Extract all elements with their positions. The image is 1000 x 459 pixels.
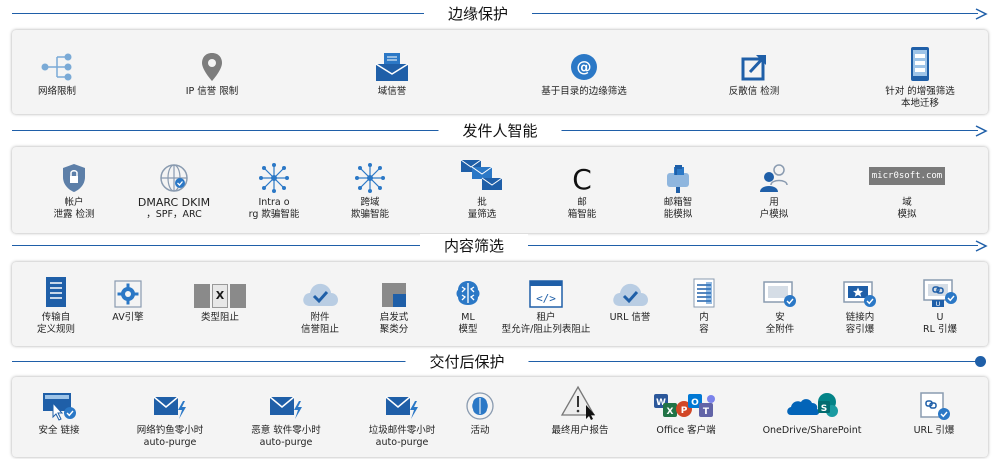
mail-bolt-icon (385, 396, 418, 419)
phone-sync-icon (911, 47, 929, 81)
svg-text:O: O (691, 398, 699, 408)
item-domain-impersonation: micr0soft.com 域模拟 (847, 159, 967, 221)
item-heuristic-clustering: 启发式聚类分 (334, 274, 454, 336)
panel-content-filtering: 传输自定义规则 AV引擎 X 类型阻止 附件信誉阻止 启发式聚类分 (12, 262, 988, 346)
warning-cursor-icon (560, 385, 596, 420)
item-end-user-reporting: 最终用户报告 (520, 383, 640, 437)
mail-bolt-icon (153, 396, 186, 419)
link-monitor-icon: U (923, 279, 957, 308)
section-title: 发件人智能 (438, 119, 562, 143)
section-header-edge-protection: 边缘保护 (12, 2, 988, 26)
svg-text:</>: </> (536, 292, 556, 305)
svg-text:X: X (667, 407, 674, 417)
svg-text:W: W (656, 398, 666, 408)
section-title: 边缘保护 (423, 2, 533, 26)
cloud-check-icon (303, 283, 338, 306)
cloud-check-icon (613, 283, 648, 306)
office-apps-icon: W X P O T (654, 394, 715, 417)
item-link-content-detonation: 链接内容引爆 (800, 274, 920, 336)
item-type-blocking: X 类型阻止 (160, 274, 280, 324)
item-attachment-reputation: 附件信誉阻止 (260, 274, 380, 336)
envelope-stack-icon (375, 53, 409, 81)
link-monitor-icon (920, 392, 950, 420)
item-url-reputation: URL 信誉 (570, 274, 690, 324)
item-mailbox-intelligence: C 邮箱智能 (567, 163, 597, 220)
item-safe-attachments: 安全附件 (720, 274, 840, 336)
at-sign-icon: @ (571, 54, 597, 80)
svg-text:S: S (821, 404, 827, 414)
document-list-icon (46, 277, 66, 307)
mailbox-icon (667, 165, 689, 193)
item-user-impersonation: 用户模拟 (714, 159, 834, 221)
arrow-right-icon (975, 240, 988, 252)
arrow-right-icon (975, 125, 988, 137)
item-campaigns: 活动 (420, 387, 540, 437)
item-network-throttling: 网络限制 (0, 48, 117, 98)
shield-lock-icon (63, 164, 85, 192)
item-office-clients: W X P O T Office 客户端 (626, 387, 746, 437)
code-window-icon: </> (529, 280, 563, 308)
brain-circle-icon (466, 392, 494, 420)
globe-check-icon (160, 164, 188, 192)
item-safe-links: 安全 链接 (0, 387, 119, 437)
location-pin-icon (202, 53, 222, 81)
item-url-detonation-post: URL 引爆 (874, 387, 994, 437)
section-header-post-delivery-protection: 交付后保护 (12, 350, 988, 374)
item-cross-domain-spoof-intelligence: 跨域欺骗智能 (310, 159, 430, 221)
panel-edge-protection: 网络限制 IP 信誉 限制 域信誉 @ 基于目录的边缘筛选 反散信 检测 针对 … (12, 30, 988, 114)
item-enhanced-filtering: 针对 的增强筛选本地迁移 (860, 44, 980, 110)
item-ip-reputation: IP 信誉 限制 (152, 48, 272, 98)
brain-icon (456, 281, 480, 305)
section-title: 内容筛选 (419, 234, 529, 258)
arrow-right-icon (975, 8, 988, 20)
mail-bolt-icon (269, 396, 302, 419)
heuristic-icon (382, 283, 406, 307)
item-domain-reputation: 域信誉 (332, 48, 452, 98)
onedrive-sharepoint-icon: S (787, 393, 838, 417)
blocked-file-icon: X (194, 284, 246, 308)
c-letter-icon: C (572, 163, 592, 193)
hub-network-icon (355, 163, 385, 193)
item-content-scanning: 内容 (644, 274, 764, 336)
item-mailbox-intelligence-impersonation: 邮箱智能模拟 (618, 159, 738, 221)
item-bulk-filtering: 批量筛选 (422, 155, 542, 221)
item-dmarc-dkim: DMARC DKIM，SPF，ARC (114, 159, 234, 221)
end-dot-icon (975, 356, 986, 367)
bulk-mail-icon (460, 159, 503, 190)
gear-engine-icon (114, 280, 142, 308)
network-icon (41, 53, 72, 81)
domain-card-icon: micr0soft.com (869, 167, 945, 185)
svg-text:P: P (681, 406, 688, 416)
document-scan-icon (693, 278, 715, 308)
svg-text:C: C (572, 163, 592, 193)
item-onedrive-sharepoint: S OneDrive/SharePoint (752, 387, 872, 437)
section-header-content-filtering: 内容筛选 (12, 234, 988, 258)
safe-link-icon (43, 393, 76, 421)
item-tenant-allow-block-list: </> 租户型允许/阻止列表阻止 (486, 274, 606, 336)
section-title: 交付后保护 (405, 350, 529, 374)
share-out-icon (741, 55, 766, 81)
item-backscatter-detection: 反散信 检测 (694, 48, 814, 98)
item-av-engine: AV引擎 (68, 274, 188, 324)
hub-network-icon (259, 163, 289, 193)
monitor-check-icon (763, 281, 796, 307)
star-monitor-icon (843, 281, 876, 307)
users-icon (760, 164, 788, 192)
item-account-compromise-detection: 帐户泄露 检测 (14, 159, 134, 221)
svg-text:U: U (936, 300, 941, 308)
section-header-sender-intelligence: 发件人智能 (12, 119, 988, 143)
svg-text:@: @ (577, 58, 592, 76)
item-transport-rules: 传输自定义规则 (0, 274, 116, 336)
item-directory-edge-filtering: @ 基于目录的边缘筛选 (524, 48, 644, 98)
svg-text:T: T (703, 407, 710, 417)
